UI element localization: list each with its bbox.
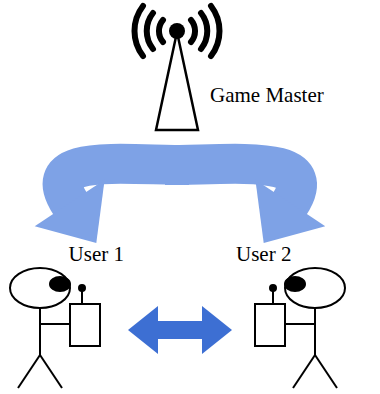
user-label: User 1 xyxy=(69,243,124,266)
arrow-head xyxy=(202,306,232,354)
arrow-head xyxy=(128,306,158,354)
antenna-icon xyxy=(134,6,219,130)
signal-arrow xyxy=(128,306,232,354)
master-label: Game Master xyxy=(210,84,324,107)
user-figure xyxy=(10,268,100,388)
arrow-head xyxy=(35,180,105,243)
user-figure xyxy=(255,268,345,388)
signal-arrow xyxy=(165,164,325,243)
user-node: User 2 xyxy=(232,243,375,390)
arrow-head xyxy=(255,180,325,243)
master-node: Game Master xyxy=(128,0,338,145)
user-node: User 1 xyxy=(5,243,128,390)
user-label: User 2 xyxy=(236,243,291,266)
arrow-shaft xyxy=(158,321,202,339)
